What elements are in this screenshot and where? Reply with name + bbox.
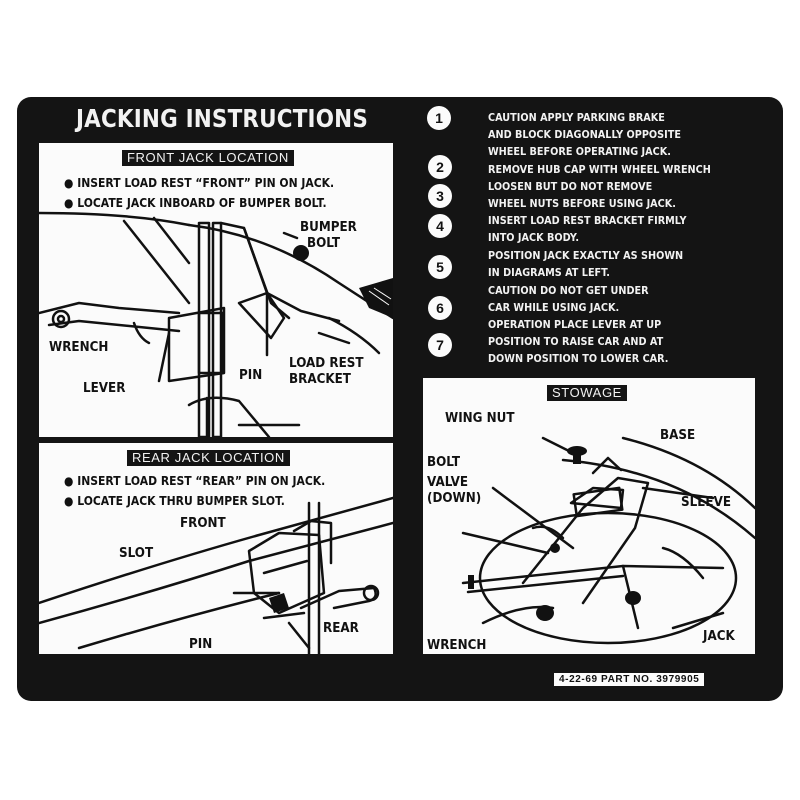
- label-valve-down: (DOWN): [427, 491, 482, 506]
- label-rear-front: FRONT: [180, 516, 226, 531]
- label-sleeve: SLEEVE: [681, 495, 732, 510]
- rear-jack-bullet-2: ● LOCATE JACK THRU BUMPER SLOT.: [64, 494, 285, 508]
- step-5-number: 5: [428, 255, 452, 279]
- label-stowage-wrench: WRENCH: [427, 638, 487, 653]
- rear-jack-header: REAR JACK LOCATION: [127, 450, 290, 466]
- page-title: JACKING INSTRUCTIONS: [76, 104, 369, 133]
- label-base: BASE: [660, 428, 696, 443]
- part-number: 4-22-69 PART NO. 3979905: [554, 673, 705, 686]
- label-jack: JACK: [703, 629, 735, 644]
- label-pin: PIN: [239, 368, 263, 383]
- label-stowage-bolt: BOLT: [427, 455, 461, 470]
- step-1-line-3: WHEEL BEFORE OPERATING JACK.: [488, 145, 671, 158]
- step-4-number: 4: [428, 214, 452, 238]
- stowage-header: STOWAGE: [547, 385, 627, 401]
- step-6-line-2: CAR WHILE USING JACK.: [488, 301, 620, 314]
- label-rear: REAR: [323, 621, 359, 636]
- step-6-number: 6: [428, 296, 452, 320]
- step-1-line-2: AND BLOCK DIAGONALLY OPPOSITE: [488, 128, 681, 141]
- front-jack-bullet-2: ● LOCATE JACK INBOARD OF BUMPER BOLT.: [64, 196, 327, 210]
- step-7-line-3: DOWN POSITION TO LOWER CAR.: [488, 352, 669, 365]
- label-bumper: BUMPER: [300, 220, 357, 235]
- rear-jack-illustration: [39, 496, 393, 654]
- step-4-line-1: INSERT LOAD REST BRACKET FIRMLY: [488, 214, 687, 227]
- label-wrench: WRENCH: [49, 340, 109, 355]
- step-7-line-2: POSITION TO RAISE CAR AND AT: [488, 335, 664, 348]
- label-bracket: BRACKET: [289, 372, 351, 387]
- label-slot: SLOT: [119, 546, 154, 561]
- label-rear-pin: PIN: [189, 637, 213, 652]
- label-lever: LEVER: [83, 381, 126, 396]
- front-jack-panel: FRONT JACK LOCATION ● INSERT LOAD REST “…: [39, 143, 393, 437]
- rear-jack-bullet-1: ● INSERT LOAD REST “REAR” PIN ON JACK.: [64, 474, 326, 488]
- step-1-line-1: CAUTION APPLY PARKING BRAKE: [488, 111, 665, 124]
- step-5-line-1: POSITION JACK EXACTLY AS SHOWN: [488, 249, 684, 262]
- step-1-number: 1: [427, 106, 451, 130]
- label-load-rest: LOAD REST: [289, 356, 364, 371]
- stowage-illustration: [461, 436, 755, 645]
- label-bumper-bolt: BOLT: [307, 236, 341, 251]
- step-2-number: 2: [428, 155, 452, 179]
- step-7-number: 7: [428, 333, 452, 357]
- stowage-panel: STOWAGE WING NUT BASE BOLT VALVE (DOWN) …: [423, 378, 755, 654]
- front-jack-header: FRONT JACK LOCATION: [122, 150, 294, 166]
- label-wing-nut: WING NUT: [445, 411, 515, 426]
- step-3-number: 3: [428, 184, 452, 208]
- front-jack-bullet-1: ● INSERT LOAD REST “FRONT” PIN ON JACK.: [64, 176, 335, 190]
- step-5-line-2: IN DIAGRAMS AT LEFT.: [488, 266, 610, 279]
- front-jack-illustration: [39, 211, 393, 437]
- step-7-line-1: OPERATION PLACE LEVER AT UP: [488, 318, 662, 331]
- step-3-line-1: LOOSEN BUT DO NOT REMOVE: [488, 180, 653, 193]
- label-valve: VALVE: [427, 475, 469, 490]
- step-4-line-2: INTO JACK BODY.: [488, 231, 579, 244]
- step-6-line-1: CAUTION DO NOT GET UNDER: [488, 284, 649, 297]
- step-3-line-2: WHEEL NUTS BEFORE USING JACK.: [488, 197, 676, 210]
- step-2-line-1: REMOVE HUB CAP WITH WHEEL WRENCH: [488, 163, 711, 176]
- rear-jack-panel: REAR JACK LOCATION ● INSERT LOAD REST “R…: [39, 443, 393, 654]
